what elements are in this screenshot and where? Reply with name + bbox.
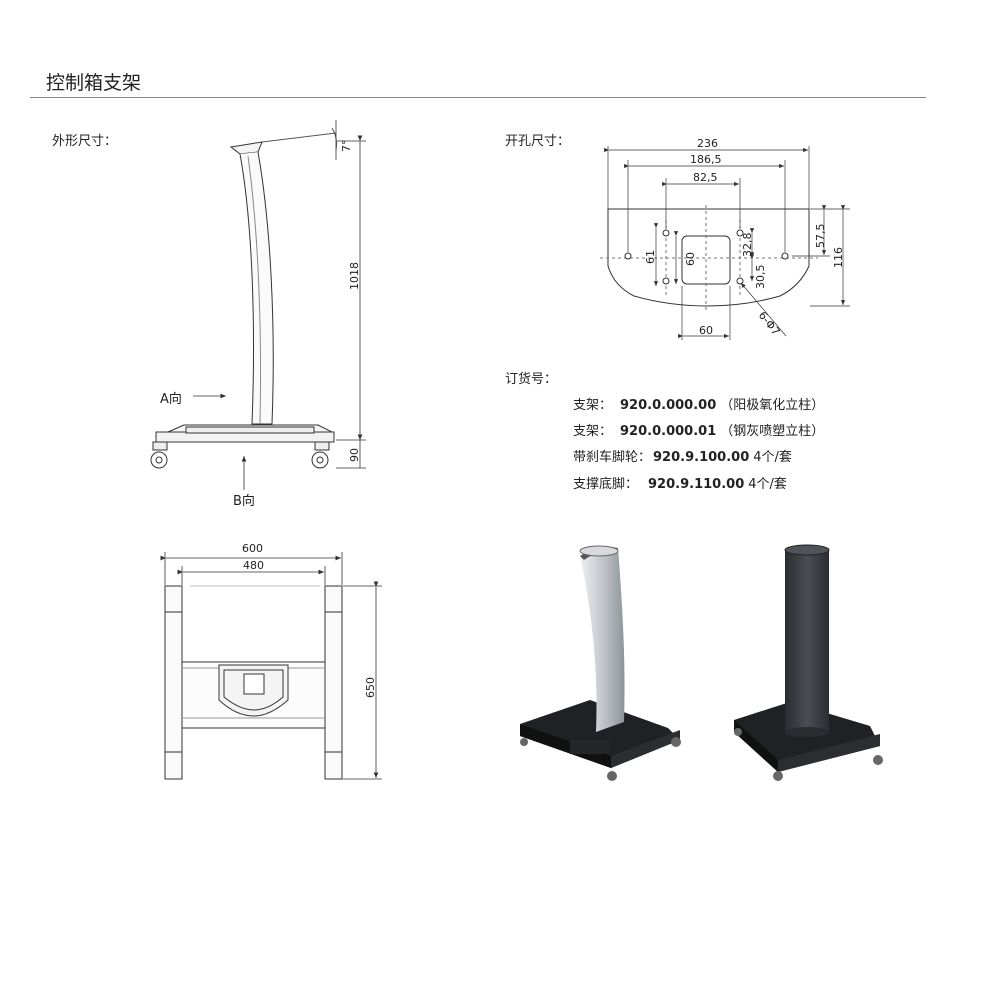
hole-pattern-dimensions xyxy=(604,146,850,340)
order-row-note: 4个/套 xyxy=(748,477,787,492)
view-b-label: B向 xyxy=(233,494,255,509)
page-title: 控制箱支架 xyxy=(46,72,142,94)
dim-hole-32-8: 32,8 xyxy=(741,232,754,258)
top-view xyxy=(164,585,343,780)
order-row-note: 4个/套 xyxy=(753,450,792,465)
dim-width-480: 480 xyxy=(243,559,264,572)
product-photo-silver xyxy=(520,545,681,781)
view-a-label: A向 xyxy=(160,392,182,407)
order-row-label: 支架： xyxy=(573,424,613,439)
order-row-note: （阳极氧化立柱） xyxy=(720,398,825,413)
order-row: 支架： 920.0.000.01（钢灰喷塑立柱） xyxy=(573,420,824,439)
dim-tilt-angle: 7° xyxy=(340,139,353,153)
order-row-label: 支撑底脚： xyxy=(573,477,639,492)
product-photo-dark xyxy=(734,544,883,781)
hole-dimensions-label: 开孔尺寸： xyxy=(505,134,571,149)
order-row-label: 支架： xyxy=(573,398,613,413)
dim-hole-82-5: 82,5 xyxy=(693,171,718,184)
order-row-code: 920.9.110.00 xyxy=(648,477,745,492)
order-row-note: （钢灰喷塑立柱） xyxy=(720,424,825,439)
dim-hole-60-vertical: 60 xyxy=(684,252,697,266)
side-view xyxy=(150,132,337,469)
dim-depth-650: 650 xyxy=(364,677,377,698)
order-number-label: 订货号： xyxy=(505,372,558,387)
top-view-dimensions xyxy=(160,552,382,780)
dim-hole-30-5: 30,5 xyxy=(754,264,767,290)
title-divider xyxy=(30,97,926,98)
dim-width-600: 600 xyxy=(242,542,263,555)
side-view-dimensions xyxy=(193,120,366,490)
dim-hole-186-5: 186,5 xyxy=(690,153,722,166)
dim-height-1018: 1018 xyxy=(348,262,361,290)
order-row: 支架： 920.0.000.00（阳极氧化立柱） xyxy=(573,394,824,413)
dim-hole-236: 236 xyxy=(697,137,718,150)
dim-hole-57-5: 57,5 xyxy=(814,223,827,249)
order-row-code: 920.0.000.00 xyxy=(620,398,717,413)
order-row-code: 920.9.100.00 xyxy=(653,450,750,465)
dim-hole-116: 116 xyxy=(832,247,845,268)
order-row-label: 带刹车脚轮： xyxy=(573,450,652,465)
dim-hole-61: 61 xyxy=(644,250,657,264)
outline-dimensions-label: 外形尺寸： xyxy=(52,134,118,149)
dim-base-90: 90 xyxy=(348,448,361,462)
hole-pattern xyxy=(600,205,818,310)
dim-hole-60-horizontal: 60 xyxy=(699,324,713,337)
order-row-code: 920.0.000.01 xyxy=(620,424,717,439)
